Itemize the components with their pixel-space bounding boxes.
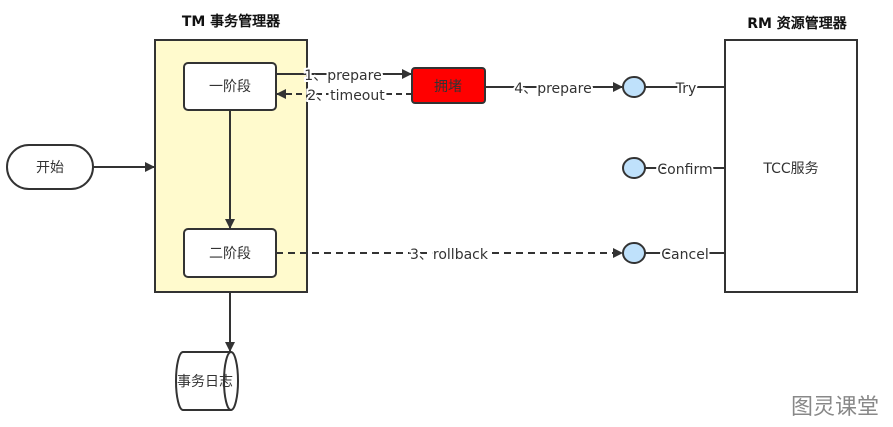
tcc-service-label: TCC服务 (762, 161, 818, 177)
confirm-label: Confirm (657, 162, 712, 178)
phase2-label: 二阶段 (209, 246, 251, 262)
rollback-label: 3、rollback (410, 247, 489, 263)
transaction-log-label: 事务日志 (177, 374, 233, 390)
confirm-port (622, 157, 646, 179)
try-port (622, 76, 646, 98)
tm-title: TM 事务管理器 (182, 13, 281, 30)
timeout-label: 2、timeout (307, 88, 385, 104)
congestion-node (411, 67, 486, 104)
cancel-port (622, 242, 646, 264)
cancel-label: Cancel (661, 247, 708, 263)
rm-title: RM 资源管理器 (747, 15, 848, 32)
rm-box (724, 39, 858, 293)
prepare1-label: 1、prepare (304, 68, 381, 84)
watermark: 图灵课堂 (791, 395, 879, 420)
prepare4-label: 4、prepare (514, 81, 591, 97)
transaction-log-node (175, 351, 239, 411)
congestion-label: 拥堵 (434, 79, 462, 95)
try-label: Try (675, 81, 697, 97)
phase1-label: 一阶段 (209, 79, 251, 95)
start-label: 开始 (36, 160, 64, 176)
